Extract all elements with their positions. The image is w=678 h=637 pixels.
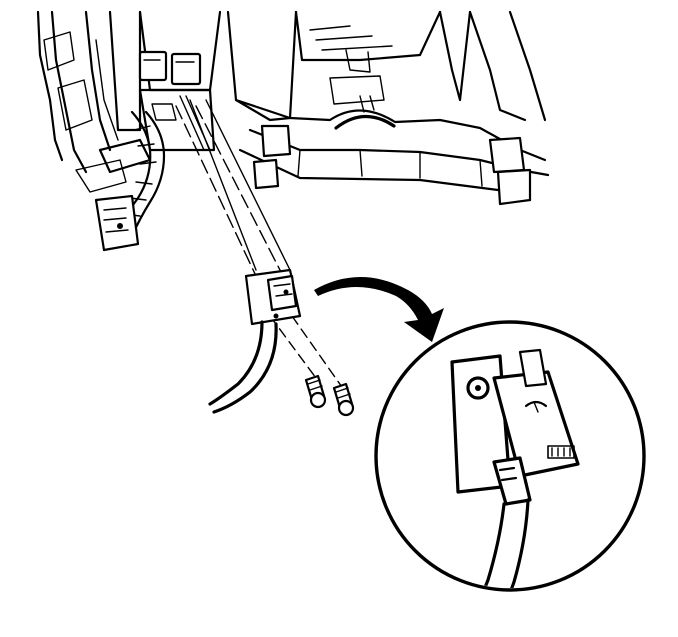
- callout-arrow: [314, 277, 444, 342]
- wiring-harness-and-connector: [94, 110, 166, 252]
- screw-2: [332, 382, 355, 417]
- instrument-panel-underside: [36, 10, 550, 206]
- harness-wire: [208, 320, 278, 414]
- screw-1: [304, 374, 327, 409]
- mounting-bracket: [244, 268, 302, 326]
- assembly-guide-lines: [175, 99, 345, 391]
- detail-magnifier-circle: [374, 320, 646, 592]
- mounting-screws: [304, 374, 355, 417]
